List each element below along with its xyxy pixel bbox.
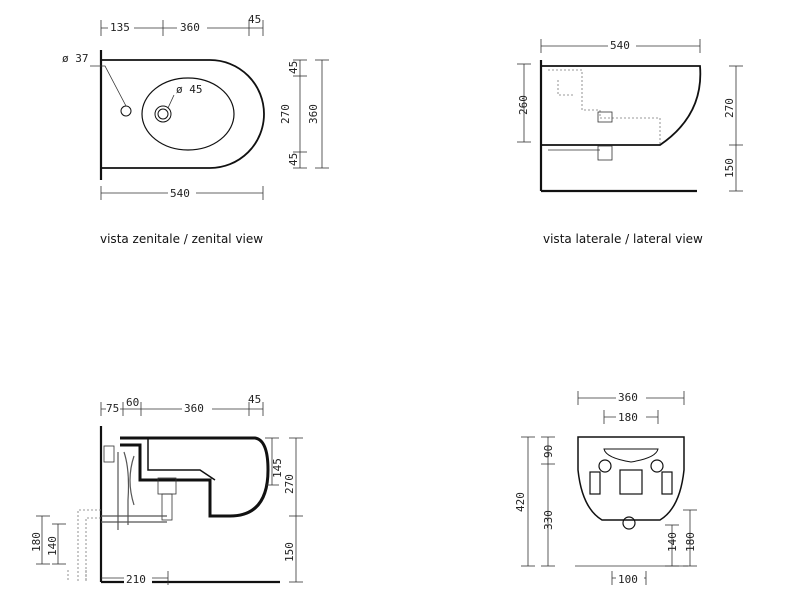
top-drain-outer <box>154 105 172 123</box>
dim-rear-top: 360 <box>618 391 638 404</box>
dim-side-floor: 150 <box>723 158 736 178</box>
dim-rear-r1: 140 <box>666 532 679 552</box>
dim-section-r2: 270 <box>283 474 296 494</box>
dim-section-l2: 140 <box>46 536 59 556</box>
top-body-outline <box>101 59 265 169</box>
section-body-outline <box>120 436 270 518</box>
top-drain-inner <box>157 108 169 120</box>
dim-hole: ø 37 <box>62 52 89 65</box>
dim-rear-r2: 180 <box>684 532 697 552</box>
dim-rear-inner: 180 <box>618 411 638 424</box>
dim-section-c: 360 <box>184 402 204 415</box>
side-hidden-lines <box>548 69 661 145</box>
dim-rear-h-top: 90 <box>542 445 555 458</box>
dim-top-a: 135 <box>110 21 130 34</box>
dim-top-total: 540 <box>170 187 190 200</box>
section-view: 75 60 360 45 145 270 150 180 140 210 <box>30 393 303 586</box>
dim-top-h: 360 <box>307 104 320 124</box>
caption-top-view: vista zenitale / zenital view <box>100 232 263 246</box>
rear-fixing-left <box>598 459 612 473</box>
rear-fixing-right <box>650 459 664 473</box>
dim-side-left: 260 <box>517 95 530 115</box>
dim-top-d2: 270 <box>279 104 292 124</box>
dim-top-d3: 45 <box>287 153 300 166</box>
caption-side-view: vista laterale / lateral view <box>543 232 703 246</box>
dim-top-b: 360 <box>180 21 200 34</box>
dim-section-r3: 150 <box>283 542 296 562</box>
dim-rear-h-total: 420 <box>514 492 527 512</box>
leader-bowl <box>167 94 175 109</box>
side-view: 540 260 270 150 vista laterale / lateral… <box>517 38 743 246</box>
top-bowl-oval <box>141 77 235 151</box>
dim-section-bottom: 210 <box>126 573 146 586</box>
leader-hole <box>90 65 127 107</box>
dim-section-r1: 145 <box>271 458 284 478</box>
top-tap-hole <box>120 105 132 117</box>
dim-section-d: 45 <box>248 393 261 406</box>
dim-rear-bottom: 100 <box>618 573 638 586</box>
dim-rear-h-mid: 330 <box>542 510 555 530</box>
side-body-outline <box>541 65 702 146</box>
rear-body-outline <box>577 436 685 521</box>
rear-drain <box>622 516 636 530</box>
rear-view: 360 180 420 90 330 140 180 100 <box>514 390 697 586</box>
dim-side-w: 540 <box>610 39 630 52</box>
dim-section-l1: 180 <box>30 532 43 552</box>
dim-section-a: 75 <box>106 402 119 415</box>
dim-bowl: ø 45 <box>176 83 203 96</box>
dim-section-b: 60 <box>126 396 139 409</box>
top-view: ø 37 ø 45 135 360 45 540 45 270 45 360 v… <box>62 13 329 246</box>
dim-top-c: 45 <box>248 13 261 26</box>
dim-top-d1: 45 <box>287 61 300 74</box>
dim-side-right: 270 <box>723 98 736 118</box>
